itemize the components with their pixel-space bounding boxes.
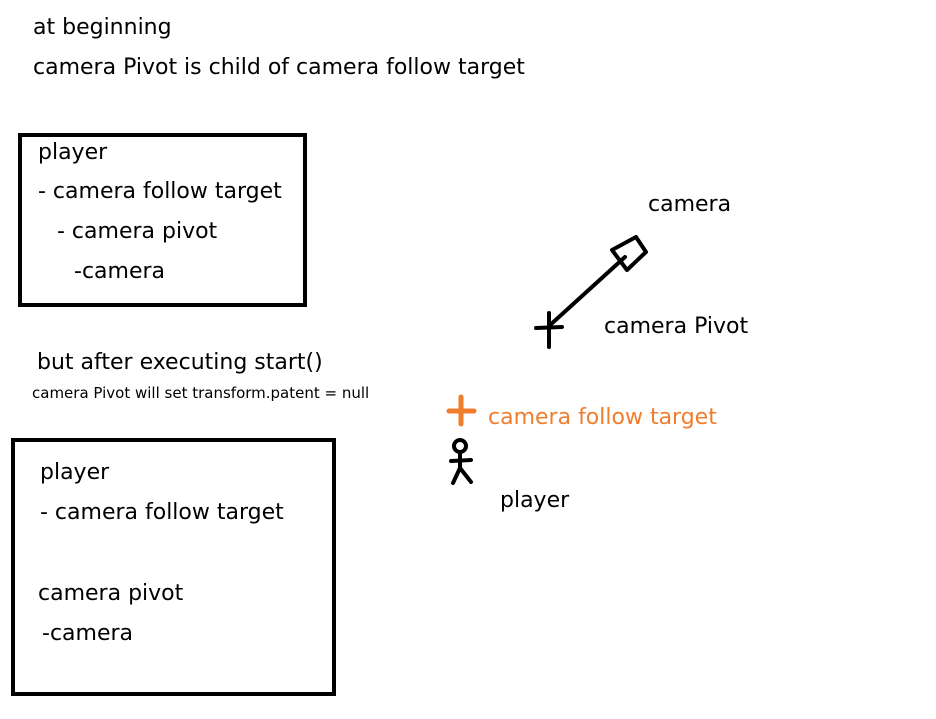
- pivot-to-camera-line: [547, 255, 627, 328]
- intro-line-1: at beginning: [33, 15, 172, 40]
- hierarchy-before-item-follow-target: - camera follow target: [38, 179, 282, 204]
- pivot-cross-icon: [534, 311, 564, 349]
- follow-target-cross-icon: [446, 394, 477, 427]
- hierarchy-before-item-camera: -camera: [74, 259, 166, 284]
- pivot-label: camera Pivot: [604, 314, 749, 339]
- follow-target-label: camera follow target: [488, 405, 717, 430]
- hierarchy-after-item-pivot: camera pivot: [38, 581, 184, 606]
- camera-icon: [610, 235, 648, 272]
- player-label: player: [500, 488, 570, 513]
- after-heading: but after executing start(): [37, 350, 323, 375]
- hierarchy-before-item-player: player: [38, 140, 108, 165]
- hierarchy-after-item-player: player: [40, 460, 110, 485]
- hierarchy-after-box: [11, 438, 336, 696]
- after-note: camera Pivot will set transform.patent =…: [32, 384, 370, 402]
- stick-figure-icon: [449, 438, 473, 485]
- hierarchy-before-box: [18, 133, 307, 307]
- hierarchy-before-item-pivot: - camera pivot: [57, 219, 218, 244]
- hierarchy-after-item-camera: -camera: [42, 621, 134, 646]
- intro-line-2: camera Pivot is child of camera follow t…: [33, 55, 525, 80]
- hierarchy-after-item-follow-target: - camera follow target: [40, 500, 284, 525]
- camera-label: camera: [648, 192, 732, 217]
